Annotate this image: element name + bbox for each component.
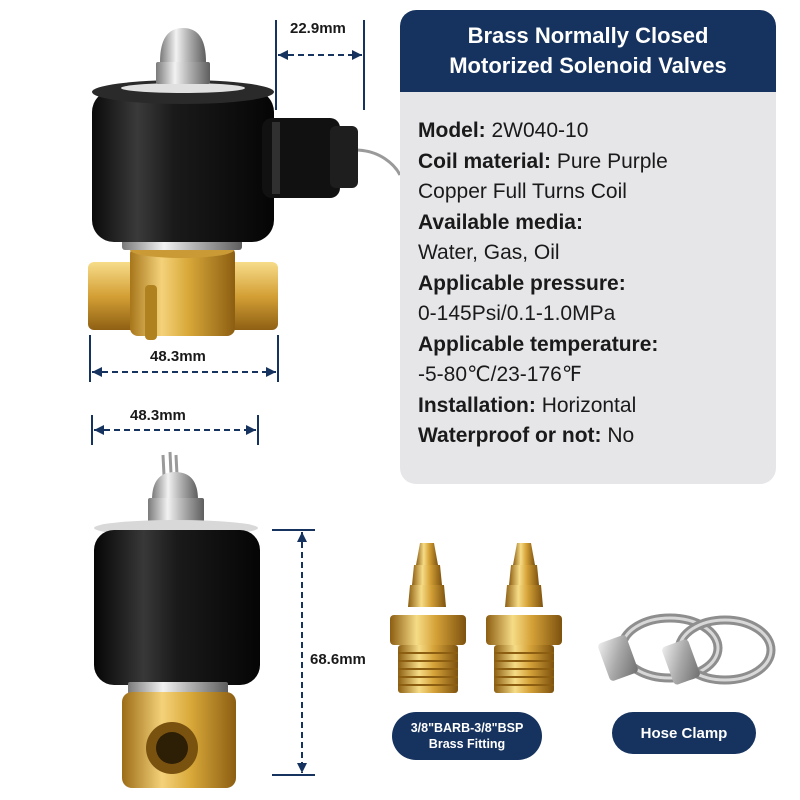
- top-brass-body: [88, 242, 278, 340]
- spec-row: Model: 2W040-10: [418, 116, 776, 147]
- fitting-label-line2: Brass Fitting: [428, 737, 506, 751]
- spec-label: Coil material:: [418, 149, 557, 173]
- spec-value: -5-80℃/23-176℉: [418, 363, 582, 386]
- hose-clamps-illustration: [598, 613, 776, 685]
- spec-row: -5-80℃/23-176℉: [418, 360, 776, 391]
- dim-label-48-3-top: 48.3mm: [150, 348, 206, 365]
- spec-value: Water, Gas, Oil: [418, 241, 560, 264]
- spec-panel: Brass Normally Closed Motorized Solenoid…: [400, 10, 776, 484]
- cable: [354, 148, 400, 176]
- spec-row: Applicable pressure:: [418, 269, 776, 300]
- dim-top-connector-width: [275, 20, 365, 110]
- spec-value: 2W040-10: [491, 119, 589, 142]
- spec-row: Available media:: [418, 208, 776, 239]
- spec-row: Waterproof or not: No: [418, 421, 776, 452]
- fitting-right: [486, 543, 562, 693]
- spec-label: Applicable temperature:: [418, 332, 659, 356]
- spec-row: Installation: Horizontal: [418, 391, 776, 422]
- hose-clamp-label: Hose Clamp: [640, 724, 728, 742]
- spec-row: Water, Gas, Oil: [418, 238, 776, 269]
- top-valve-illustration: [88, 20, 400, 382]
- dim-label-22-9: 22.9mm: [290, 20, 346, 37]
- spec-value: 0-145Psi/0.1-1.0MPa: [418, 302, 616, 325]
- spec-panel-header: Brass Normally Closed Motorized Solenoid…: [400, 10, 776, 92]
- spec-label: Applicable pressure:: [418, 271, 626, 295]
- spec-value: Pure Purple: [556, 149, 668, 173]
- brass-fittings-illustration: [390, 543, 562, 693]
- dim-label-48-3-bottom: 48.3mm: [130, 407, 186, 424]
- bottom-coil: [94, 520, 260, 685]
- top-coil: [92, 80, 274, 242]
- fitting-label-pill: 3/8"BARB-3/8"BSP Brass Fitting: [392, 712, 542, 760]
- bottom-nut: [148, 472, 204, 522]
- bottom-brass-body: [122, 692, 236, 788]
- fitting-label-line1: 3/8"BARB-3/8"BSP: [410, 721, 524, 735]
- spec-label: Model:: [418, 119, 492, 142]
- spec-value: No: [607, 424, 635, 447]
- spec-value: Horizontal: [541, 393, 637, 417]
- spec-row: 0-145Psi/0.1-1.0MPa: [418, 299, 776, 330]
- spec-row: Applicable temperature:: [418, 330, 776, 361]
- hose-clamp-label-pill: Hose Clamp: [612, 712, 756, 754]
- spec-title-line1: Brass Normally Closed: [467, 23, 709, 48]
- hose-clamp-right: [662, 615, 776, 685]
- spec-label: Installation:: [418, 393, 542, 417]
- dim-label-68-6: 68.6mm: [310, 651, 366, 668]
- fitting-left: [390, 543, 466, 693]
- spec-label: Waterproof or not:: [418, 424, 608, 447]
- spec-row: Copper Full Turns Coil: [418, 177, 776, 208]
- dim-bottom-height: [272, 529, 315, 776]
- spec-value: Copper Full Turns Coil: [418, 180, 627, 203]
- top-nut: [156, 28, 210, 84]
- spec-label: Available media:: [418, 210, 583, 234]
- hose-clamp-left: [598, 613, 723, 683]
- bottom-steel-ring: [128, 682, 228, 694]
- bottom-valve-illustration: [91, 415, 315, 788]
- spec-row: Coil material: Pure Purple: [418, 147, 776, 178]
- top-connector: [262, 118, 358, 198]
- dim-top-body-width: [89, 335, 279, 382]
- spec-list: Model: 2W040-10 Coil material: Pure Purp…: [400, 92, 776, 452]
- spec-title-line2: Motorized Solenoid Valves: [449, 53, 727, 78]
- dim-bottom-body-width: [91, 415, 259, 445]
